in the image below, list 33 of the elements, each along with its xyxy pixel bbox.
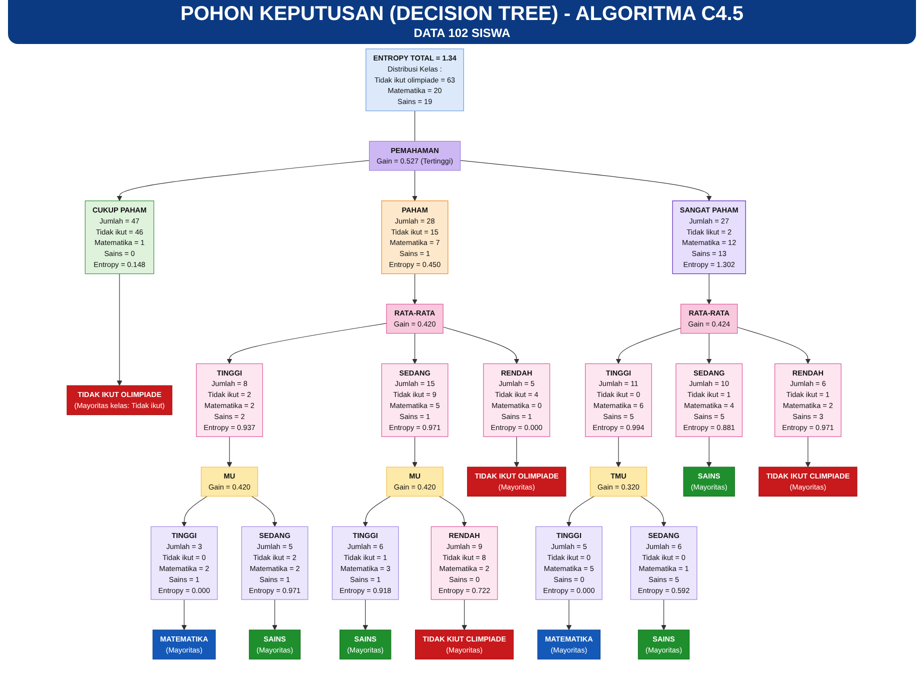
arrow [616, 436, 622, 468]
arrow [116, 160, 370, 202]
arrow [272, 599, 278, 630]
arrow [412, 170, 418, 202]
arrow [226, 322, 387, 364]
arrow [514, 436, 520, 468]
arrow [362, 599, 368, 630]
arrow [460, 160, 712, 202]
arrow [181, 496, 208, 527]
arrow [566, 496, 595, 527]
arrow [616, 328, 682, 364]
arrow [566, 599, 572, 630]
arrow [640, 496, 666, 527]
arrow [181, 599, 187, 630]
arrow [412, 436, 418, 468]
arrow [412, 273, 418, 304]
connector [414, 110, 416, 142]
arrow [412, 333, 418, 364]
arrow [661, 599, 666, 630]
arrow [362, 496, 391, 527]
arrow [438, 496, 467, 527]
arrow [706, 273, 712, 304]
title: POHON KEPUTUSAN (DECISION TREE) - ALGORITMA C4.5 [180, 3, 744, 26]
arrow [706, 333, 712, 364]
arrow [737, 326, 811, 364]
arrow [251, 496, 278, 527]
arrow [462, 599, 467, 630]
arrow [226, 436, 232, 468]
arrow [706, 436, 712, 468]
arrow [805, 436, 811, 468]
arrow [116, 273, 122, 386]
arrow [442, 326, 520, 364]
subtitle: DATA 102 SISWA [412, 26, 512, 40]
